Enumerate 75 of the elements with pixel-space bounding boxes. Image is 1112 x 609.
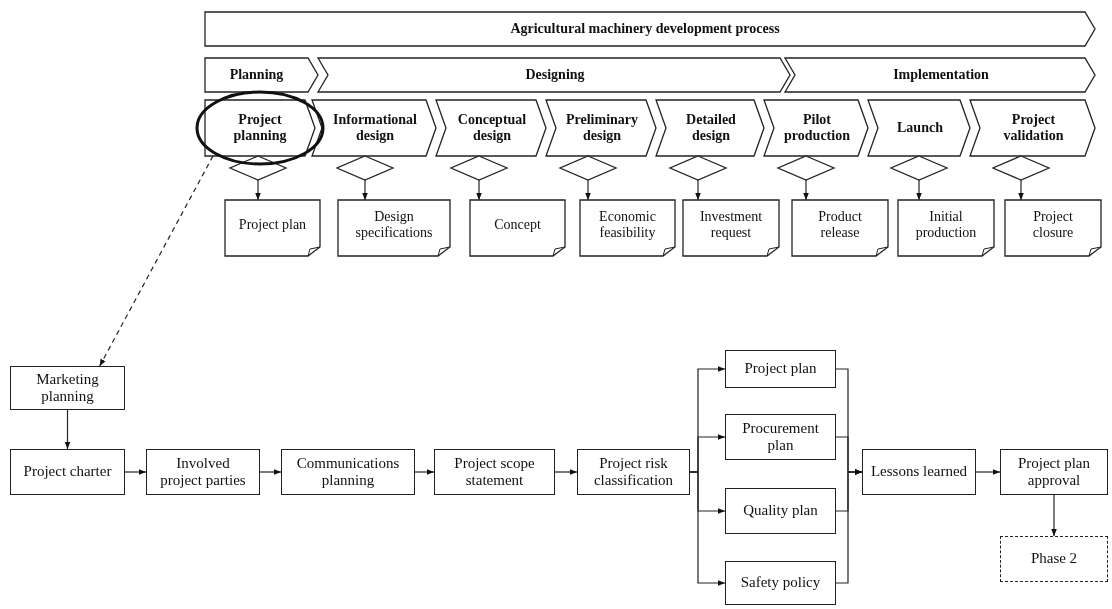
node-label: Implementation [893, 66, 989, 84]
process-box [725, 561, 836, 605]
arrow [124, 469, 147, 475]
arrow [476, 179, 482, 201]
process-box [10, 366, 125, 410]
process-box [725, 414, 836, 460]
process-box [281, 449, 415, 495]
node-label: Conceptual design [456, 111, 528, 145]
node-label: Project scope statement [453, 454, 536, 490]
process-box [1000, 449, 1108, 495]
process-box [577, 449, 690, 495]
document-shape [580, 200, 675, 256]
node-label: Concept [494, 216, 541, 234]
arrow [259, 469, 282, 475]
node-label: Pilot production [783, 111, 851, 145]
arrow [414, 469, 435, 475]
arrow [255, 179, 261, 201]
arrow [689, 471, 726, 586]
node-label: Lessons learned [870, 463, 968, 481]
stage-band [205, 12, 1095, 46]
process-box [434, 449, 555, 495]
node-label: Involved project parties [159, 454, 247, 490]
node-label: Project planning [232, 111, 288, 145]
node-label: Project charter [23, 463, 112, 481]
node-label: Quality plan [743, 502, 818, 520]
node-label: Safety policy [740, 574, 821, 592]
document-shape [1005, 200, 1101, 256]
document-shape [470, 200, 565, 256]
node-label: Project closure [1031, 208, 1075, 242]
document-shape [898, 200, 994, 256]
node-label: Investment request [698, 208, 764, 242]
node-label: Design specifications [354, 208, 434, 242]
node-label: Economic feasibility [598, 208, 657, 242]
process-box [725, 350, 836, 388]
stage-band [205, 58, 318, 92]
arrow [695, 179, 701, 201]
process-box [862, 449, 976, 495]
arrow [835, 469, 863, 584]
arrow [803, 179, 809, 201]
process-box [146, 449, 260, 495]
node-label: Agricultural machinery development process [510, 20, 780, 38]
dashed-arrow [99, 155, 214, 367]
node-label: Project plan [238, 216, 307, 234]
node-label: Project plan [744, 360, 817, 378]
node-label: Product release [817, 208, 863, 242]
node-label: Project validation [1002, 111, 1065, 145]
node-label: Project plan approval [1016, 454, 1092, 490]
node-label: Communications planning [295, 454, 401, 490]
process-box [10, 449, 125, 495]
node-label: Informational design [332, 111, 418, 145]
node-label: Designing [525, 66, 585, 84]
node-label: Marketing planning [35, 370, 100, 406]
phase-box [785, 58, 1095, 92]
arrow [1018, 179, 1024, 201]
node-label: Project risk classification [592, 454, 675, 490]
document-shape [683, 200, 779, 256]
arrow [362, 179, 368, 201]
arrow [554, 469, 578, 475]
node-label: Planning [229, 66, 284, 84]
arrow [585, 179, 591, 201]
document-shape [338, 200, 450, 256]
process-box [725, 488, 836, 534]
arrow [1051, 494, 1057, 537]
node-label: Procurement plan [741, 419, 820, 455]
document-shape [225, 200, 320, 256]
document-shape [792, 200, 888, 256]
node-label: Detailed design [685, 111, 737, 145]
dashed-process-box [1000, 536, 1108, 582]
node-label: Phase 2 [1030, 550, 1078, 568]
node-label: Launch [897, 119, 943, 137]
arrow [64, 409, 71, 450]
arrow [975, 469, 1001, 475]
arrow [916, 179, 922, 201]
node-label: Preliminary design [564, 111, 640, 145]
node-label: Initial production [914, 208, 978, 242]
